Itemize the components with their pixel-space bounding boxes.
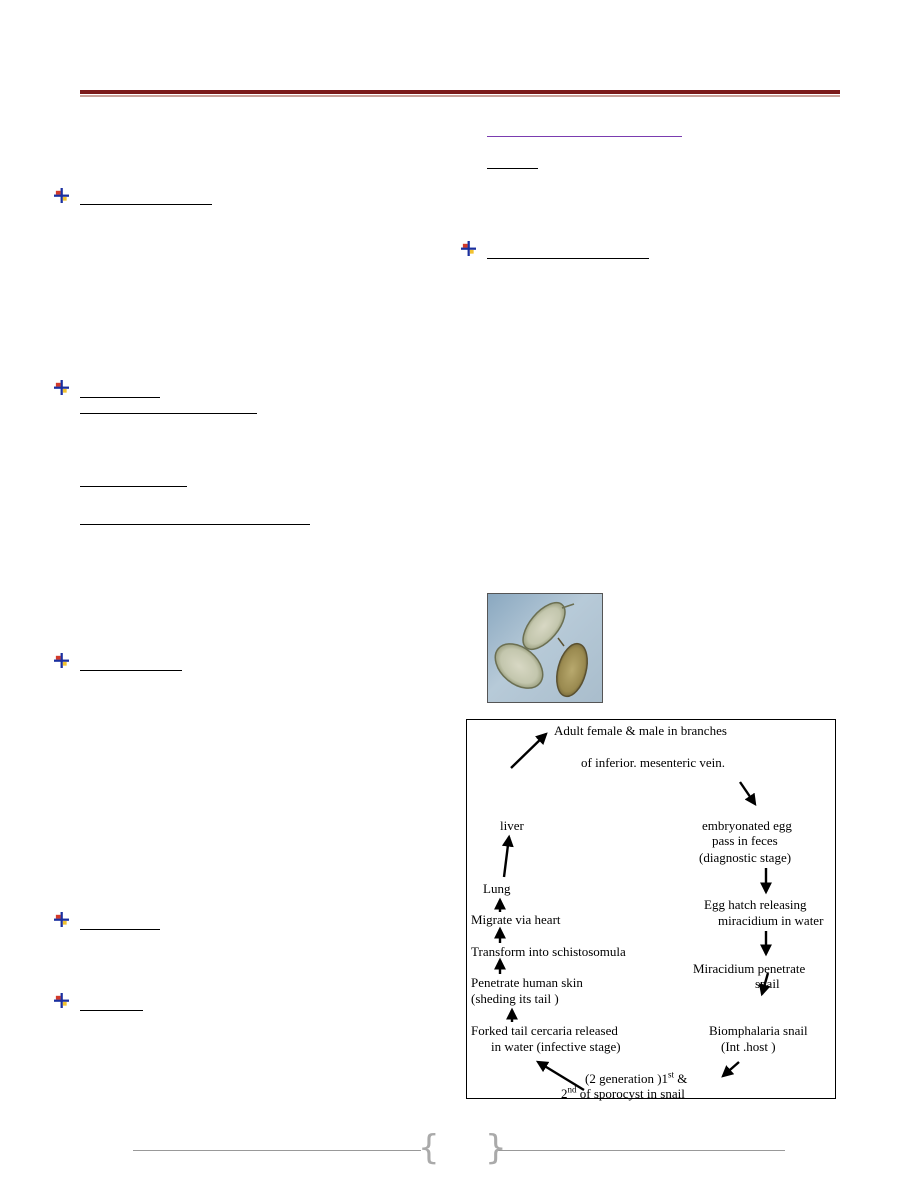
- node-miracidium-line2: snail: [755, 976, 780, 991]
- footer-rule-left: [133, 1150, 421, 1151]
- node-egg-line3: (diagnostic stage): [699, 850, 792, 865]
- section-bullet-icon: [54, 993, 69, 1008]
- section-heading-underline: [80, 1010, 143, 1011]
- node-vein: of inferior. mesenteric vein.: [581, 755, 726, 770]
- arrow-to-egg: [739, 781, 757, 806]
- section-bullet-icon: [54, 653, 69, 668]
- arrow-to-sporocyst: [721, 1061, 740, 1078]
- section-bullet-icon: [461, 241, 476, 256]
- hyperlink-underline[interactable]: [487, 136, 682, 137]
- section-heading-underline: [80, 204, 212, 205]
- footer-left-brace-icon: {: [418, 1128, 440, 1168]
- section-heading-underline: [80, 670, 182, 671]
- node-penetrate-line1: Penetrate human skin: [471, 975, 583, 990]
- section-heading-underline: [80, 397, 160, 398]
- node-penetrate-line2: (sheding its tail ): [471, 991, 559, 1006]
- life-cycle-diagram: Adult female & male in branches of infer…: [466, 719, 836, 1101]
- egg-micrograph: [487, 593, 603, 703]
- node-hatch-line1: Egg hatch releasing: [704, 897, 807, 912]
- node-miracidium-line1: Miracidium penetrate: [693, 961, 806, 976]
- node-cercaria-line2: in water (infective stage): [491, 1039, 621, 1054]
- section-heading-underline: [80, 929, 160, 930]
- node-snail-line2: (Int .host ): [721, 1039, 776, 1054]
- section-bullet-icon: [54, 912, 69, 927]
- subheading-underline: [487, 168, 538, 169]
- arrow-to-snail: [758, 972, 771, 997]
- footer-right-brace-icon: }: [485, 1128, 507, 1168]
- node-liver: liver: [500, 818, 524, 833]
- header-rule-shadow: [80, 95, 840, 97]
- subheading-underline: [80, 413, 257, 414]
- node-migrate: Migrate via heart: [471, 912, 561, 927]
- section-heading-underline: [487, 258, 649, 259]
- arrow-to-liver: [501, 834, 514, 878]
- node-lung: Lung: [483, 881, 511, 896]
- node-hatch-line2: miracidium in water: [718, 913, 824, 928]
- subheading-underline: [80, 524, 310, 525]
- node-egg-line2: pass in feces: [712, 833, 778, 848]
- node-egg-line1: embryonated egg: [702, 818, 792, 833]
- node-sporocyst-line1: (2 generation )1st &: [585, 1069, 688, 1086]
- header-rule: [80, 90, 840, 94]
- arrow-to-cercaria: [535, 1060, 585, 1092]
- node-sporocyst-line2: 2nd of sporocyst in snail: [561, 1084, 685, 1101]
- node-schistosomula: Transform into schistosomula: [471, 944, 626, 959]
- section-bullet-icon: [54, 188, 69, 203]
- node-adult: Adult female & male in branches: [554, 723, 727, 738]
- node-cercaria-line1: Forked tail cercaria released: [471, 1023, 618, 1038]
- node-snail-line1: Biomphalaria snail: [709, 1023, 808, 1038]
- footer-rule-right: [496, 1150, 785, 1151]
- life-cycle-arrows: [494, 732, 772, 1092]
- section-bullet-icon: [54, 380, 69, 395]
- arrow-to-adults: [510, 732, 548, 769]
- subheading-underline: [80, 486, 187, 487]
